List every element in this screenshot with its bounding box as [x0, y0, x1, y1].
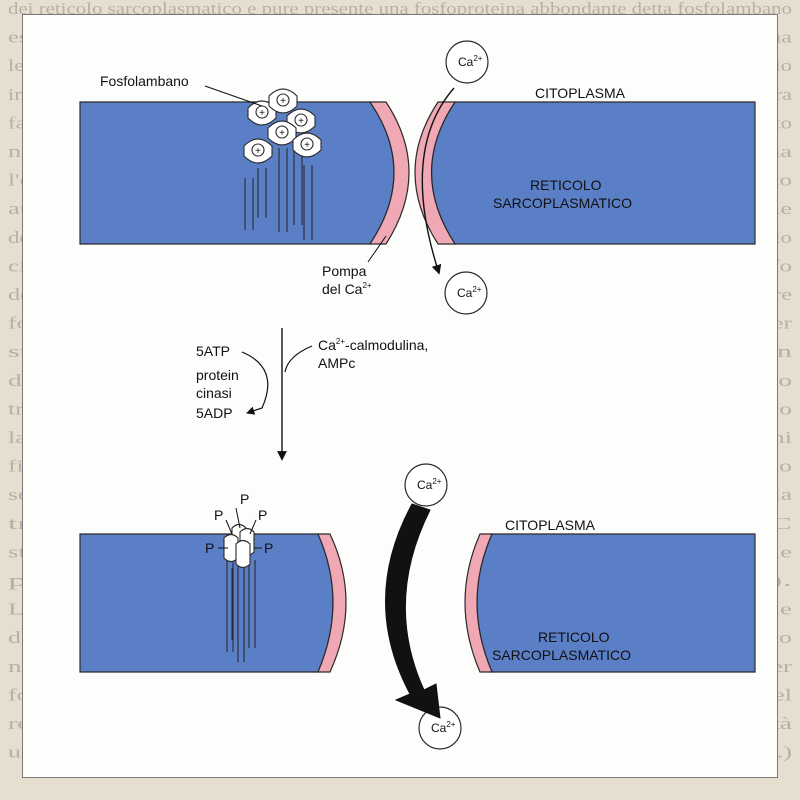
enzyme-label-1: protein: [196, 367, 239, 383]
charge-5: +: [255, 146, 261, 157]
calcium-pump-right-bottom: [464, 533, 493, 673]
calcium-pump-right-top: [414, 101, 457, 245]
svg-text:Ca2+: Ca2+: [458, 54, 483, 69]
background-text-line: dei reticolo sarcoplasmatico e pure pres…: [8, 0, 792, 18]
enzyme-label-2: cinasi: [196, 385, 232, 401]
charge-6: +: [304, 140, 310, 151]
atp-adp-arrow: [241, 351, 269, 415]
calcium-ion-4: Ca2+: [418, 706, 462, 750]
phosphate-4: P: [205, 540, 214, 556]
calcium-pump-left-top: [368, 101, 410, 245]
fosfolambano-pointer: [204, 85, 263, 107]
calcium-ion-3: Ca2+: [404, 463, 448, 507]
activator-label-2: AMPc: [318, 355, 355, 371]
pompa-pointer: [367, 235, 387, 263]
citoplasma-label-top: CITOPLASMA: [535, 85, 626, 101]
phosphate-3: P: [258, 507, 267, 523]
pompa-label-2: del Ca2+: [322, 281, 372, 297]
activator-arrow: [284, 345, 313, 373]
calcium-flow-arrow-top: [421, 87, 455, 275]
phospholamban-pentamer: [243, 88, 322, 240]
svg-text:Ca2+: Ca2+: [417, 477, 442, 492]
citoplasma-label-bottom: CITOPLASMA: [505, 517, 596, 533]
calcium-ion-2: Ca2+: [444, 271, 488, 315]
svg-text:Ca2+: Ca2+: [457, 285, 482, 300]
fosfolambano-label: Fosfolambano: [100, 73, 189, 89]
phosphate-5: P: [264, 540, 273, 556]
phospholamban-phosphorylated: [223, 523, 256, 662]
sr-membrane-left-top: [79, 101, 395, 245]
phosphate-1: P: [240, 491, 249, 507]
bottom-membrane-panel: P P P P P CITOPLASMA RETICOLO SARCOPLASM…: [79, 491, 756, 719]
calcium-flow-arrow-bottom: [385, 503, 441, 719]
phosphate-labels: P P P P P: [205, 491, 273, 556]
phosphorylation-reaction: 5ATP protein cinasi 5ADP Ca2+-calmodulin…: [196, 328, 428, 461]
charge-3: +: [298, 116, 304, 127]
reticolo-label-bottom-2: SARCOPLASMATICO: [492, 647, 631, 663]
svg-text:Ca2+: Ca2+: [431, 720, 456, 735]
phosphate-lines: [218, 507, 262, 549]
charge-4: +: [279, 128, 285, 139]
positive-charge-labels: + + + + + +: [255, 96, 310, 157]
activator-label-1: Ca2+-calmodulina,: [318, 337, 428, 353]
charge-1: +: [259, 108, 265, 119]
pompa-label-1: Pompa: [322, 263, 367, 279]
calcium-pump-left-bottom: [317, 533, 347, 673]
reticolo-label-top-1: RETICOLO: [530, 177, 602, 193]
phosphate-2: P: [214, 507, 223, 523]
charge-2: +: [280, 96, 286, 107]
top-membrane-panel: + + + + + + Fosfolambano CITOPLASMA RETI…: [79, 73, 756, 297]
calcium-ion-1: Ca2+: [445, 40, 489, 84]
reticolo-label-top-2: SARCOPLASMATICO: [493, 195, 632, 211]
reticolo-label-bottom-1: RETICOLO: [538, 629, 610, 645]
sr-membrane-right-top: [431, 101, 756, 245]
adp-label: 5ADP: [196, 405, 233, 421]
atp-label: 5ATP: [196, 343, 230, 359]
